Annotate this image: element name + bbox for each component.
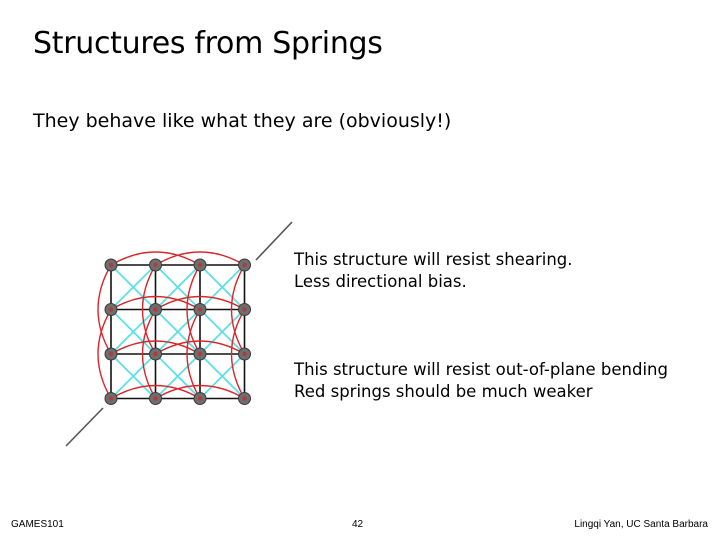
- bending-spring-horizontal: [110, 251, 201, 266]
- mass-node-core: [153, 351, 158, 357]
- mass-node-core: [197, 262, 203, 268]
- shear-spring: [110, 353, 157, 400]
- slide-subtitle: They behave like what they are (obviousl…: [33, 110, 452, 132]
- mass-node-core: [108, 307, 114, 312]
- mass-node-core: [108, 351, 114, 357]
- mass-node-core: [153, 262, 158, 268]
- slide-title: Structures from Springs: [33, 26, 383, 61]
- bending-spring-vertical: [186, 309, 201, 399]
- footer-course: GAMES101: [11, 519, 64, 530]
- shear-spring: [110, 264, 157, 311]
- mass-node-core: [242, 307, 247, 312]
- bending-spring-horizontal: [155, 295, 245, 311]
- bending-spring-vertical: [230, 264, 246, 355]
- shear-spring: [154, 264, 201, 311]
- bending-spring-vertical: [97, 309, 112, 399]
- mass-node-core: [153, 396, 158, 401]
- mass-node-core: [153, 307, 158, 312]
- bending-spring-vertical: [97, 264, 112, 355]
- bending-spring-horizontal: [110, 384, 201, 400]
- footer-page-number: 42: [352, 519, 364, 530]
- bending-spring-horizontal: [155, 251, 245, 266]
- bending-line-2: Red springs should be much weaker: [294, 382, 593, 401]
- mass-node-core: [108, 396, 114, 401]
- bending-spring-horizontal: [155, 384, 245, 400]
- mass-node-core: [197, 307, 203, 312]
- shearing-line-2: Less directional bias.: [294, 272, 467, 291]
- mass-node-core: [242, 396, 247, 401]
- shear-spring: [154, 353, 201, 400]
- bending-spring-vertical: [186, 264, 201, 355]
- bending-spring-vertical: [141, 264, 157, 355]
- shear-spring: [110, 308, 157, 355]
- mass-node-core: [197, 396, 203, 401]
- mass-node-core: [242, 351, 247, 357]
- bending-spring-horizontal: [155, 340, 245, 355]
- mass-node-core: [197, 351, 203, 357]
- bending-spring-vertical: [230, 309, 246, 399]
- shear-spring: [199, 353, 246, 400]
- axis-line-lower: [65, 407, 104, 447]
- bending-line-1: This structure will resist out-of-plane …: [294, 360, 668, 379]
- shear-spring: [154, 308, 201, 355]
- axis-line-upper: [255, 221, 293, 261]
- shear-spring: [199, 264, 246, 311]
- text-block-bending: This structure will resist out-of-plane …: [294, 359, 668, 403]
- shear-spring: [199, 308, 246, 355]
- mass-node-core: [242, 262, 247, 268]
- text-block-shearing: This structure will resist shearing. Les…: [294, 249, 573, 293]
- bending-spring-vertical: [141, 309, 157, 399]
- shearing-line-1: This structure will resist shearing.: [294, 250, 573, 269]
- mass-node-core: [108, 262, 114, 268]
- bending-spring-horizontal: [110, 295, 201, 311]
- bending-spring-horizontal: [110, 340, 201, 355]
- footer-author: Lingqi Yan, UC Santa Barbara: [574, 519, 708, 530]
